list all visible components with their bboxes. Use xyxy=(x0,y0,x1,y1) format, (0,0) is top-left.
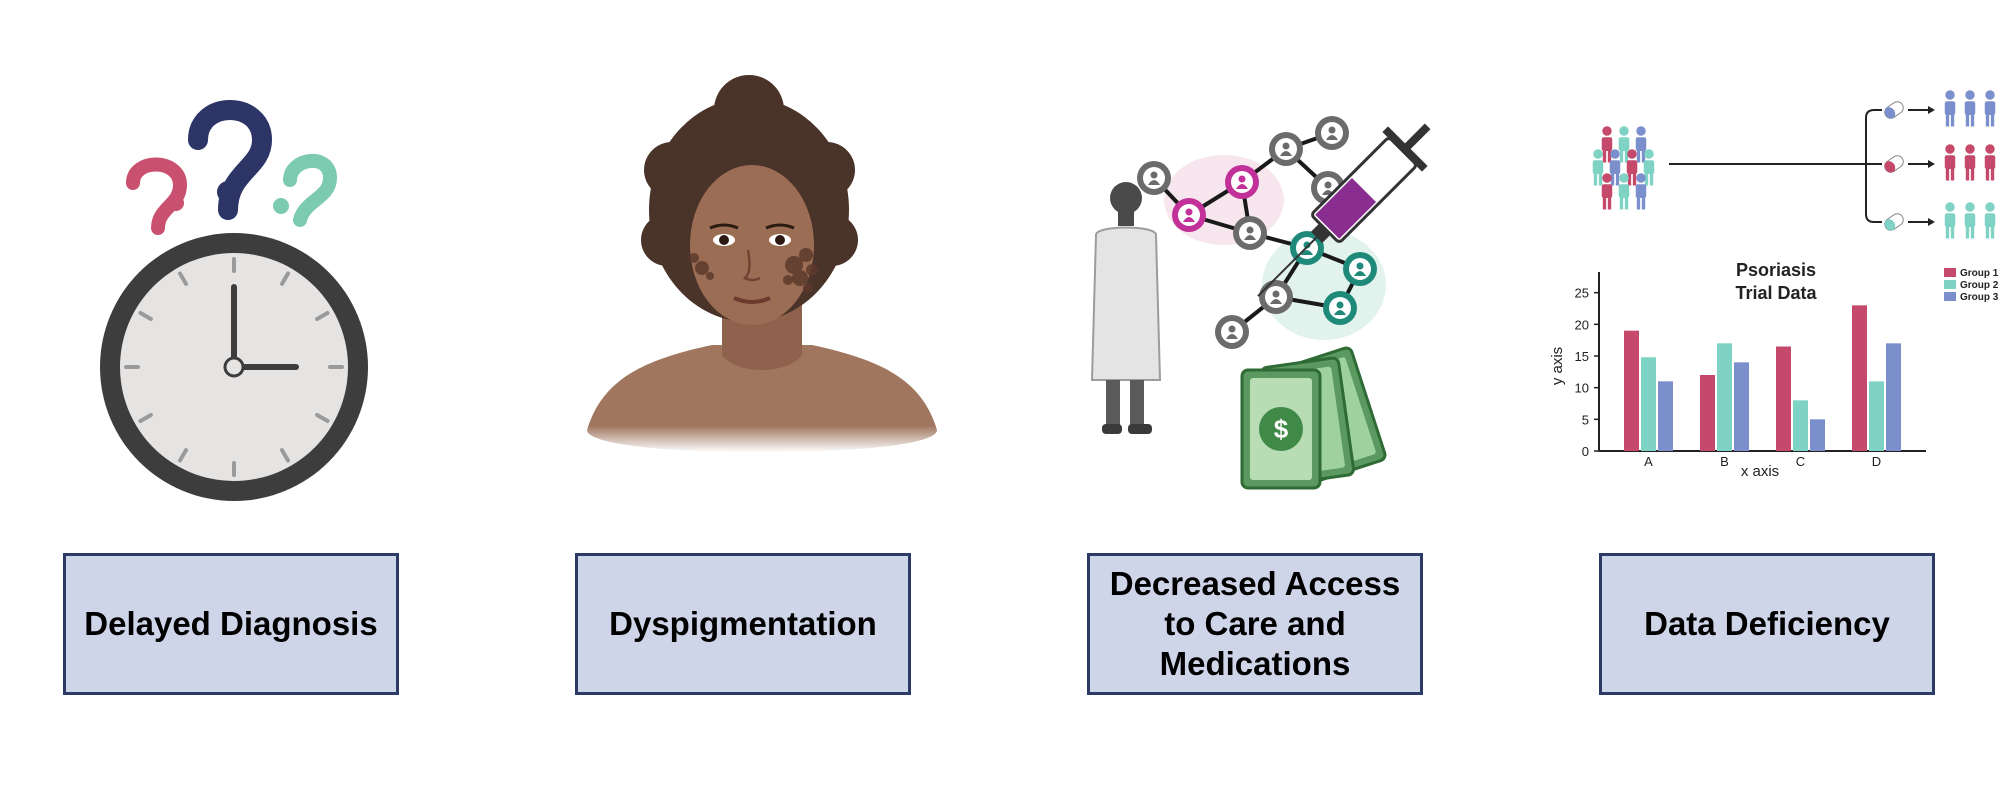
legend-entry: Group 1 xyxy=(1960,268,1999,279)
x-axis-label: x axis xyxy=(1741,463,1779,480)
money-icon: $ xyxy=(1240,346,1387,490)
y-axis-label: y axis xyxy=(1549,347,1566,385)
panel-dyspigmentation: Dyspigmentation xyxy=(512,0,1012,808)
network-person-node-icon xyxy=(1172,198,1206,232)
bar-B-group-2 xyxy=(1717,343,1732,451)
clock-icon xyxy=(100,100,368,501)
bar-D-group-1 xyxy=(1852,305,1867,451)
person-icon xyxy=(1601,173,1613,210)
doctor-icon xyxy=(1090,182,1162,434)
legend-entry: Group 2 xyxy=(1960,280,1999,291)
svg-text:$: $ xyxy=(1274,414,1289,444)
person-icon xyxy=(1618,126,1630,163)
x-tick-label: C xyxy=(1796,454,1805,469)
y-tick-label: 25 xyxy=(1575,286,1589,301)
pill-icon xyxy=(1884,155,1904,173)
pigmentation-patches xyxy=(689,248,818,293)
x-tick-label: D xyxy=(1872,454,1881,469)
bar-A-group-1 xyxy=(1624,330,1639,451)
legend-swatch xyxy=(1944,292,1956,301)
panel-delayed-diagnosis: Delayed Diagnosis xyxy=(0,0,500,808)
x-tick-label: B xyxy=(1720,454,1729,469)
network-person-node-icon xyxy=(1233,216,1267,250)
person-icon xyxy=(1635,173,1647,210)
bar-D-group-3 xyxy=(1886,343,1901,451)
y-tick-label: 10 xyxy=(1575,381,1589,396)
doctor-network-icon: $ xyxy=(1090,116,1431,490)
network-person-node-icon xyxy=(1215,315,1249,349)
person-icon xyxy=(1944,144,1956,181)
chart-title: Psoriasis xyxy=(1736,260,1816,280)
x-tick-label: A xyxy=(1644,454,1653,469)
legend-swatch xyxy=(1944,268,1956,277)
label-delayed-diagnosis: Delayed Diagnosis xyxy=(63,553,399,695)
person-icon xyxy=(1601,126,1613,163)
woman-portrait-icon xyxy=(587,75,937,453)
person-icon xyxy=(1984,144,1996,181)
person-icon xyxy=(1626,149,1638,186)
bar-C-group-2 xyxy=(1793,400,1808,451)
y-tick-label: 15 xyxy=(1575,349,1589,364)
person-icon xyxy=(1609,149,1621,186)
question-mark-teal-icon xyxy=(273,154,338,227)
person-icon xyxy=(1944,202,1956,239)
y-tick-label: 0 xyxy=(1582,444,1589,459)
network-person-node-icon xyxy=(1323,291,1357,325)
y-tick-label: 20 xyxy=(1575,317,1589,332)
y-tick-label: 5 xyxy=(1582,412,1589,427)
network-person-node-icon xyxy=(1259,280,1293,314)
syringe-icon xyxy=(1257,123,1431,297)
bar-B-group-1 xyxy=(1700,375,1715,451)
pill-icon xyxy=(1884,101,1904,119)
person-icon xyxy=(1944,90,1956,127)
legend-entry: Group 3 xyxy=(1960,292,1999,303)
bar-D-group-2 xyxy=(1869,381,1884,451)
network-person-node-icon xyxy=(1137,161,1171,195)
bar-C-group-3 xyxy=(1810,419,1825,451)
person-icon xyxy=(1618,173,1630,210)
label-decreased-access: Decreased Access to Care and Medications xyxy=(1087,553,1423,695)
person-icon xyxy=(1964,90,1976,127)
question-mark-navy-icon xyxy=(188,100,273,220)
person-icon xyxy=(1984,90,1996,127)
question-mark-pink-icon xyxy=(126,157,188,235)
person-icon xyxy=(1964,144,1976,181)
person-icon xyxy=(1643,149,1655,186)
person-icon xyxy=(1984,202,1996,239)
trial-population-icon xyxy=(1592,126,1655,210)
network-person-node-icon xyxy=(1269,132,1303,166)
network-person-node-icon xyxy=(1343,252,1377,286)
legend-swatch xyxy=(1944,280,1956,289)
bar-B-group-3 xyxy=(1734,362,1749,451)
label-data-deficiency: Data Deficiency xyxy=(1599,553,1935,695)
network-person-node-icon xyxy=(1315,116,1349,150)
bar-A-group-3 xyxy=(1658,381,1673,451)
person-icon xyxy=(1964,202,1976,239)
bar-A-group-2 xyxy=(1641,357,1656,451)
panel-decreased-access: $ Decreased Access to Care and Medicatio… xyxy=(1024,0,1524,808)
label-dyspigmentation: Dyspigmentation xyxy=(575,553,911,695)
pill-icon xyxy=(1884,213,1904,231)
person-icon xyxy=(1592,149,1604,186)
chart-title: Trial Data xyxy=(1735,283,1817,303)
network-person-node-icon xyxy=(1225,165,1259,199)
person-icon xyxy=(1635,126,1647,163)
bar-C-group-1 xyxy=(1776,346,1791,451)
